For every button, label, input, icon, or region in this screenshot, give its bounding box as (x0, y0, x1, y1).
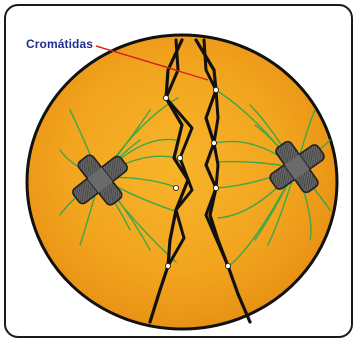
centromere-dot (213, 185, 218, 190)
centromere-dot (211, 140, 216, 145)
chromatids-label: Cromátidas (26, 37, 93, 51)
centromere-dot (213, 87, 218, 92)
centromere-dot (165, 263, 170, 268)
centromere-dot (177, 155, 182, 160)
centromere-dot (173, 185, 178, 190)
centromere-dot (163, 95, 168, 100)
centromere-dot (225, 263, 230, 268)
